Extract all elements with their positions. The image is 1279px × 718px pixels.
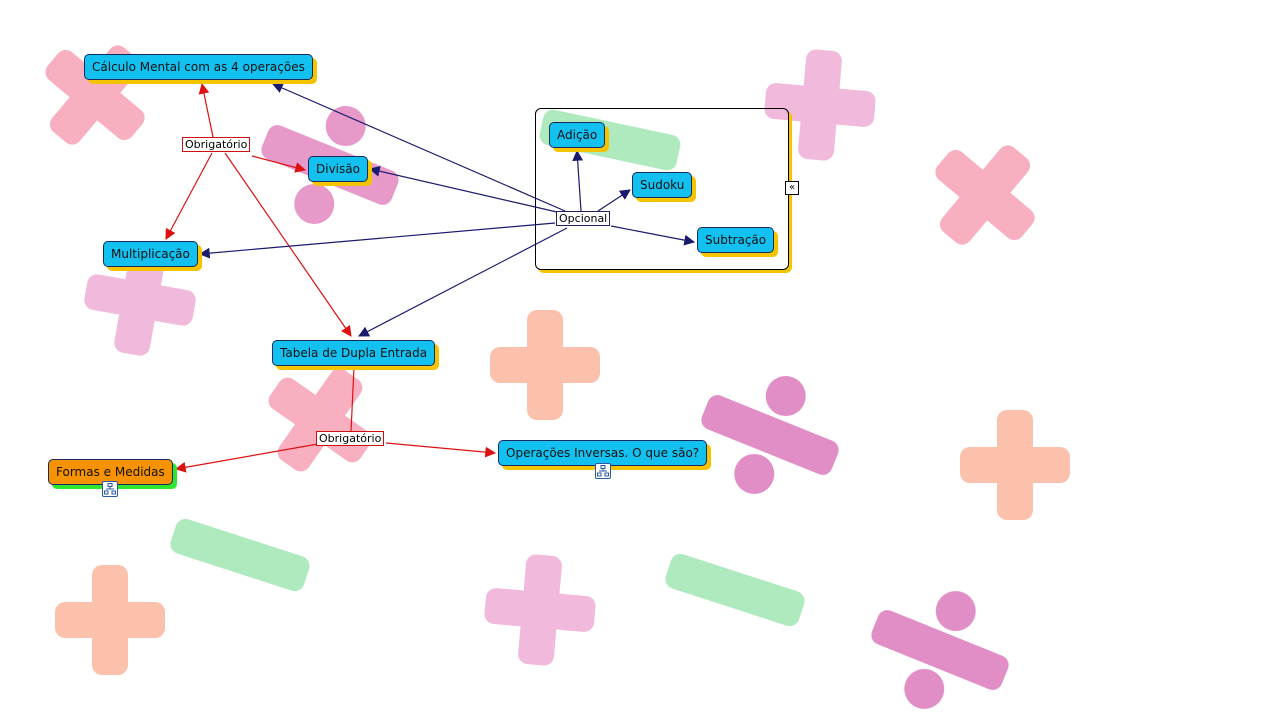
submap-icon[interactable] [595, 463, 611, 479]
node-subtracao[interactable]: Subtração [697, 227, 775, 253]
node-formas-e-medidas[interactable]: Formas e Medidas [48, 459, 173, 485]
link-label-opcional[interactable]: Opcional [556, 211, 611, 226]
link-label-obrigatorio-bottom[interactable]: Obrigatório [316, 431, 385, 446]
node-operacoes-inversas[interactable]: Operações Inversas. O que são? [498, 440, 708, 466]
submap-icon[interactable] [102, 481, 118, 497]
node-tabela-dupla-entrada[interactable]: Tabela de Dupla Entrada [272, 340, 436, 366]
node-adicao[interactable]: Adição [549, 122, 606, 148]
collapse-chevrons-icon[interactable]: « [785, 181, 799, 195]
node-calculo-mental[interactable]: Cálculo Mental com as 4 operações [84, 54, 313, 80]
node-divisao[interactable]: Divisão [308, 156, 368, 182]
node-sudoku[interactable]: Sudoku [632, 172, 693, 198]
link-label-obrigatorio-top[interactable]: Obrigatório [182, 137, 251, 152]
node-multiplicacao[interactable]: Multiplicação [103, 241, 198, 267]
